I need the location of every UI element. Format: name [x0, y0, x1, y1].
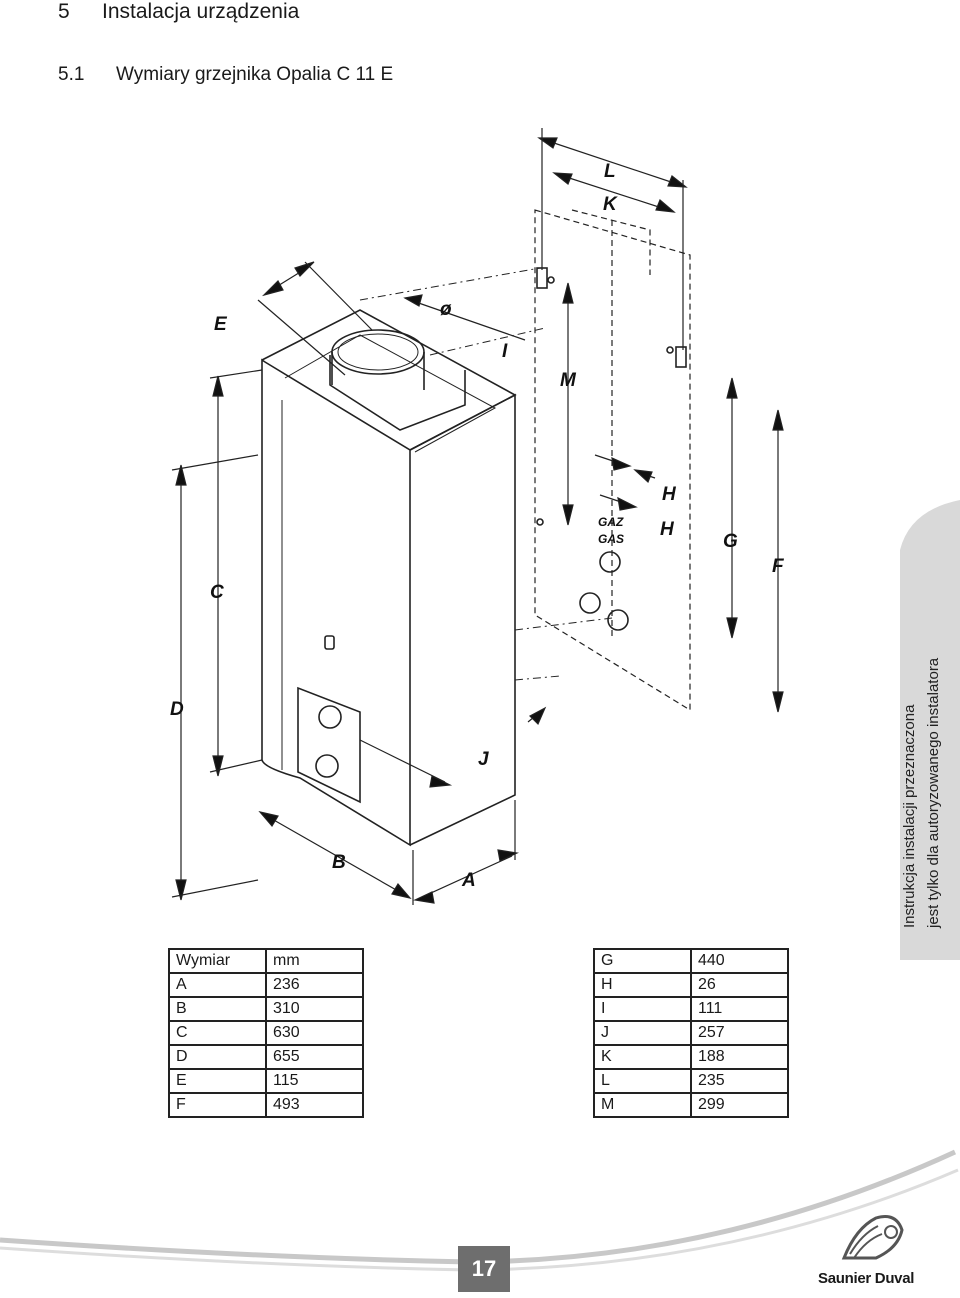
- dim-key: A: [168, 972, 267, 998]
- dim-value: 440: [690, 948, 789, 974]
- dim-value: 257: [690, 1020, 789, 1046]
- dim-value: 188: [690, 1044, 789, 1070]
- heater-front-face: [261, 358, 411, 847]
- dim-key: H: [593, 972, 692, 998]
- dimension-drawing: D C E ø I M L K H H G F J B A GAZ GAS: [170, 128, 785, 905]
- dim-value: 111: [690, 996, 789, 1022]
- label-K: K: [603, 194, 618, 215]
- label-F: F: [772, 556, 785, 577]
- label-L: L: [604, 161, 616, 182]
- dim-value: 235: [690, 1068, 789, 1094]
- section-number: 5: [58, 0, 70, 23]
- water-connection-right: [607, 609, 629, 631]
- installer-note: Instrukcja instalacji przeznaczona jest …: [898, 658, 946, 928]
- bottom-knob: [315, 754, 339, 778]
- label-M: M: [560, 370, 577, 391]
- dim-value: 299: [690, 1092, 789, 1118]
- dim-key: I: [593, 996, 692, 1022]
- label-J: J: [478, 749, 489, 770]
- side-tab: [900, 500, 960, 960]
- dim-key: K: [593, 1044, 692, 1070]
- label-H-top: H: [662, 484, 677, 505]
- top-knob: [318, 705, 342, 729]
- installer-note-line2: jest tylko dla autoryzowanego instalator…: [925, 657, 942, 928]
- table-header-row: Wymiar mm: [168, 948, 364, 974]
- subsection-heading: 5.1 Wymiary grzejnika Opalia C 11 E: [58, 64, 393, 86]
- heater-side-face: [409, 393, 516, 846]
- header-unit: mm: [265, 948, 364, 974]
- label-D: D: [170, 699, 184, 720]
- dim-key: J: [593, 1020, 692, 1046]
- control-panel: [297, 686, 361, 804]
- brand-name: Saunier Duval: [818, 1270, 915, 1287]
- dim-value: 26: [690, 972, 789, 998]
- subsection-title: Wymiary grzejnika Opalia C 11 E: [116, 64, 394, 85]
- brand-logo-icon: [841, 1215, 904, 1260]
- dim-value: 630: [265, 1020, 364, 1046]
- heater-top-face: [261, 309, 517, 451]
- dim-key: E: [168, 1068, 267, 1094]
- label-E: E: [214, 314, 228, 335]
- dim-key: B: [168, 996, 267, 1022]
- label-I: I: [502, 341, 508, 362]
- subsection-number: 5.1: [58, 64, 85, 85]
- section-heading: 5 Instalacja urządzenia: [58, 0, 299, 24]
- label-G: G: [723, 531, 738, 552]
- header-dimension: Wymiar: [168, 948, 267, 974]
- label-A: A: [461, 870, 476, 891]
- dim-key: C: [168, 1020, 267, 1046]
- label-gas: GAS: [598, 532, 624, 546]
- installer-note-line1: Instrukcja instalacji przeznaczona: [901, 704, 918, 928]
- dim-key: G: [593, 948, 692, 974]
- dim-value: 115: [265, 1068, 364, 1094]
- wall-template: [534, 209, 691, 712]
- water-connection-left: [579, 592, 601, 614]
- dim-key: F: [168, 1092, 267, 1118]
- section-title: Instalacja urządzenia: [102, 0, 300, 23]
- gas-connection: [599, 551, 621, 573]
- dim-value: 655: [265, 1044, 364, 1070]
- label-B: B: [332, 852, 346, 873]
- page-number: 17: [458, 1246, 510, 1292]
- dim-key: D: [168, 1044, 267, 1070]
- dim-key: L: [593, 1068, 692, 1094]
- dim-key: M: [593, 1092, 692, 1118]
- label-phi: ø: [440, 299, 452, 320]
- label-gaz: GAZ: [598, 515, 624, 529]
- dim-value: 493: [265, 1092, 364, 1118]
- flue-outlet: [331, 329, 425, 375]
- flue-hood: [329, 355, 466, 431]
- label-C: C: [210, 582, 224, 603]
- dim-value: 236: [265, 972, 364, 998]
- label-H-bottom: H: [660, 519, 675, 540]
- dim-value: 310: [265, 996, 364, 1022]
